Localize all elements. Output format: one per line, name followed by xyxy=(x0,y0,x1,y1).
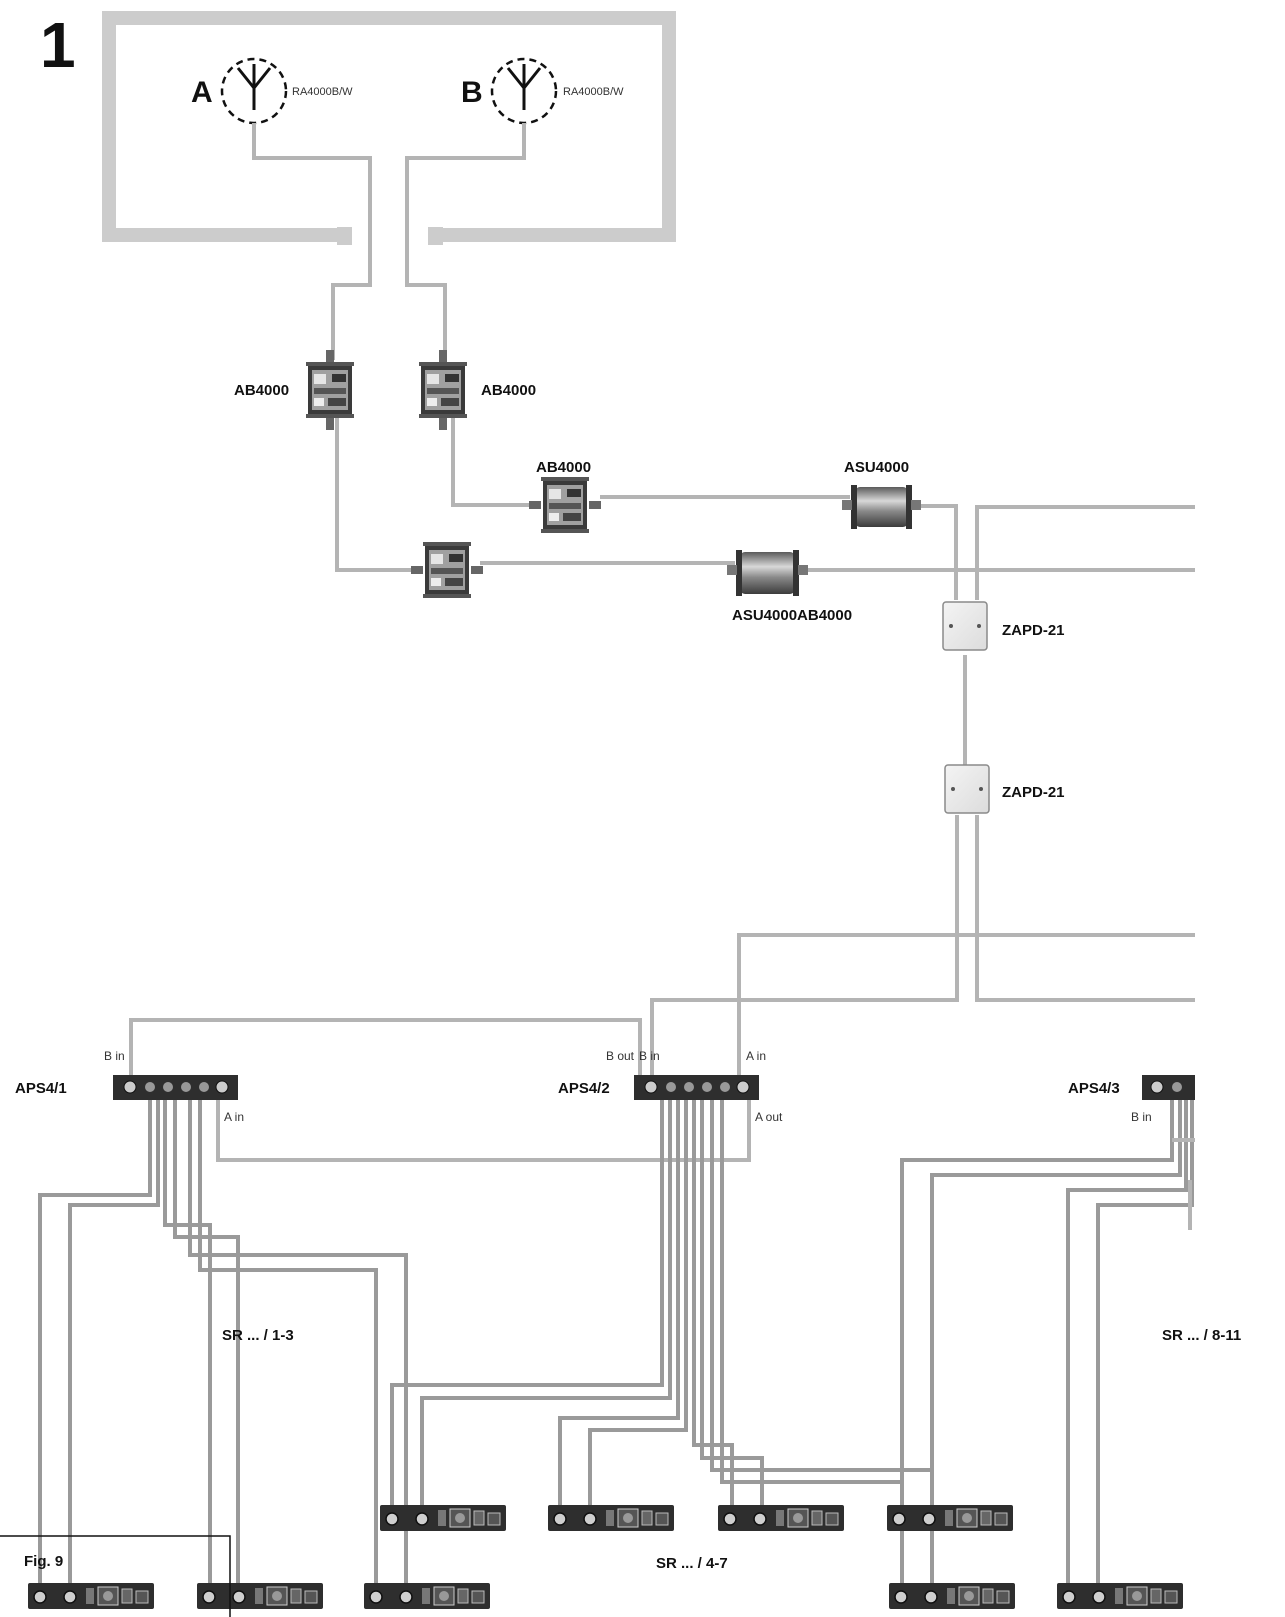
cable-network xyxy=(38,123,1195,1590)
aps4-2-b-in: B in xyxy=(639,1049,660,1063)
antenna-b-letter: B xyxy=(461,76,483,109)
receiver-1 xyxy=(27,1582,155,1610)
receiver-7 xyxy=(886,1504,1014,1532)
aps4-2 xyxy=(634,1075,759,1100)
aps4-1-label: APS4/1 xyxy=(15,1080,67,1097)
aps4-2-a-out: A out xyxy=(755,1110,783,1124)
aps4-1-b-in: B in xyxy=(104,1049,125,1063)
aps4-2-a-in: A in xyxy=(746,1049,766,1063)
aps4-2-label: APS4/2 xyxy=(558,1080,610,1097)
zapd-21-bottom xyxy=(944,764,990,814)
antenna-icon xyxy=(236,64,272,110)
asu4000-top xyxy=(842,485,921,529)
antenna-b-model: RA4000B/W xyxy=(563,86,624,98)
aps4-1-a-in: A in xyxy=(224,1110,244,1124)
ab4000-middle xyxy=(529,477,601,533)
receiver-4 xyxy=(379,1504,507,1532)
ab4000-middle-label: AB4000 xyxy=(536,459,591,476)
room-wall-end-left xyxy=(337,227,352,245)
receiver-2 xyxy=(196,1582,324,1610)
receiver-group-4-7-label: SR ... / 4-7 xyxy=(656,1555,728,1572)
receiver-group-8-11-label: SR ... / 8-11 xyxy=(1162,1327,1241,1344)
figure-number: 1 xyxy=(40,9,76,81)
receiver-group-1-3-label: SR ... / 1-3 xyxy=(222,1327,294,1344)
receiver-3 xyxy=(363,1582,491,1610)
room-outline xyxy=(102,11,676,242)
zapd-21-top xyxy=(942,601,988,651)
antenna-b xyxy=(490,57,558,125)
aps4-3 xyxy=(1142,1075,1195,1100)
caption-box xyxy=(0,1535,231,1617)
ab4000-left xyxy=(306,350,354,430)
antenna-a-model: RA4000B/W xyxy=(292,86,353,98)
antenna-icon xyxy=(506,64,542,110)
asu4000-bottom xyxy=(727,550,808,596)
zapd-21-top-label: ZAPD-21 xyxy=(1002,622,1065,639)
asu4000-bottom-label: ASU4000AB4000 xyxy=(732,607,852,624)
antenna-a xyxy=(220,57,288,125)
receiver-8 xyxy=(888,1582,1016,1610)
ab4000-lower xyxy=(411,542,483,598)
room-wall-end-right xyxy=(428,227,443,245)
aps4-2-b-out: B out xyxy=(606,1049,635,1063)
zapd-21-bottom-label: ZAPD-21 xyxy=(1002,784,1065,801)
ab4000-right xyxy=(419,350,467,430)
aps4-3-label: APS4/3 xyxy=(1068,1080,1120,1097)
receiver-6 xyxy=(717,1504,845,1532)
receiver-9 xyxy=(1056,1582,1184,1610)
figure-caption: Fig. 9 xyxy=(24,1553,63,1570)
aps4-3-b-in: B in xyxy=(1131,1110,1152,1124)
antenna-a-letter: A xyxy=(191,76,213,109)
ab4000-right-label: AB4000 xyxy=(481,382,536,399)
asu4000-top-label: ASU4000 xyxy=(844,459,909,476)
ab4000-left-label: AB4000 xyxy=(234,382,289,399)
aps4-1 xyxy=(113,1075,238,1100)
receiver-5 xyxy=(547,1504,675,1532)
